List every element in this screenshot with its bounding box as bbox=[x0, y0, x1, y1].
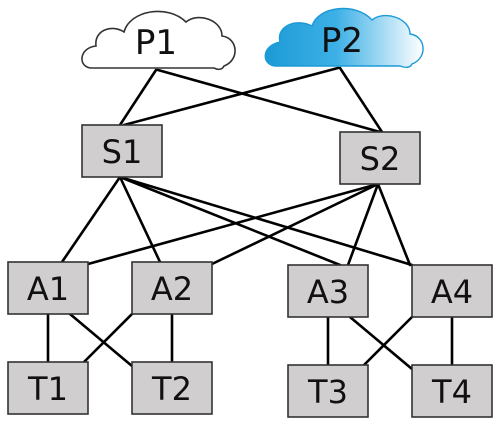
node-a1: A1 bbox=[7, 261, 89, 315]
node-t4-label: T4 bbox=[431, 373, 472, 411]
node-s1-label: S1 bbox=[102, 133, 143, 171]
link-s2-a1 bbox=[86, 182, 380, 266]
node-t1-label: T1 bbox=[27, 370, 68, 408]
cloud-p1: P1 bbox=[81, 10, 236, 71]
node-a3: A3 bbox=[287, 264, 369, 318]
node-a4-label: A4 bbox=[431, 273, 473, 311]
node-s1-box bbox=[81, 124, 163, 178]
cloud-p2-shape bbox=[264, 7, 424, 69]
link-a4-t3 bbox=[362, 315, 414, 367]
link-a1-t2 bbox=[68, 312, 134, 368]
node-a3-label: A3 bbox=[307, 273, 349, 311]
cloud-p1-shape bbox=[81, 10, 236, 71]
node-a4-box bbox=[411, 264, 493, 318]
cloud-p2-label: P2 bbox=[321, 21, 363, 61]
node-s2-label: S2 bbox=[360, 140, 401, 178]
node-s2-box bbox=[339, 131, 421, 185]
node-t3-label: T3 bbox=[307, 373, 348, 411]
link-s2-a3 bbox=[346, 182, 380, 267]
node-a3-box bbox=[287, 264, 369, 318]
link-s1-a1 bbox=[60, 175, 122, 264]
node-s2: S2 bbox=[339, 131, 421, 185]
node-t3: T3 bbox=[287, 364, 369, 418]
node-t1: T1 bbox=[7, 361, 89, 415]
link-p2-s2 bbox=[338, 66, 384, 134]
node-t4-box bbox=[411, 364, 493, 418]
node-t1-box bbox=[7, 361, 89, 415]
link-s2-a2 bbox=[210, 182, 380, 266]
node-s1: S1 bbox=[81, 124, 163, 178]
link-p1-s1 bbox=[118, 68, 158, 127]
node-t3-box bbox=[287, 364, 369, 418]
cloud-p2: P2 bbox=[264, 7, 424, 69]
node-t2-label: T2 bbox=[151, 370, 192, 408]
links-layer bbox=[46, 66, 454, 371]
link-s2-a4 bbox=[376, 182, 412, 267]
link-s1-a4 bbox=[118, 175, 414, 267]
link-a2-t1 bbox=[82, 312, 134, 364]
link-s1-a3 bbox=[118, 175, 342, 267]
node-a2-box bbox=[131, 261, 213, 315]
node-a1-box bbox=[7, 261, 89, 315]
link-s1-a2 bbox=[118, 175, 162, 264]
cloud-p1-label: P1 bbox=[135, 23, 177, 63]
link-p2-s1 bbox=[122, 66, 340, 127]
link-a3-t4 bbox=[348, 315, 414, 371]
node-t2: T2 bbox=[131, 361, 213, 415]
node-a4: A4 bbox=[411, 264, 493, 318]
node-a2-label: A2 bbox=[151, 270, 193, 308]
node-a1-label: A1 bbox=[27, 270, 69, 308]
node-t2-box bbox=[131, 361, 213, 415]
node-a2: A2 bbox=[131, 261, 213, 315]
node-t4: T4 bbox=[411, 364, 493, 418]
link-p1-s2 bbox=[156, 68, 382, 134]
